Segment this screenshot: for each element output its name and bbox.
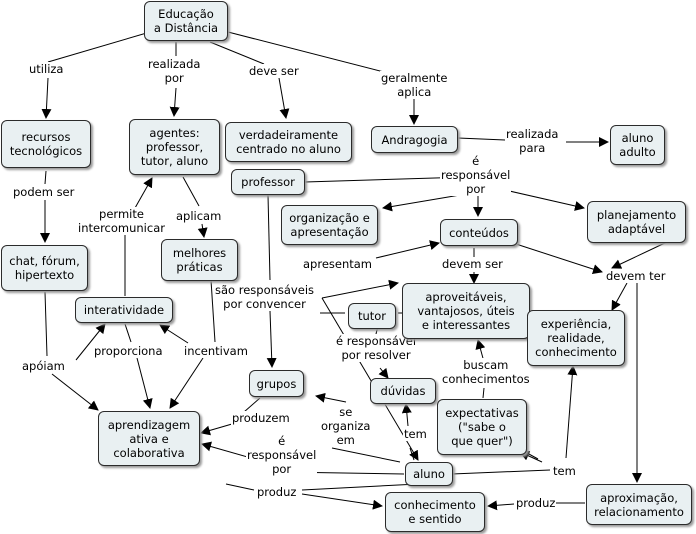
node-educacao-a-distancia[interactable]: Educação a Distância xyxy=(144,1,228,41)
link-label-utiliza: utiliza xyxy=(28,62,65,76)
link-label-aplicam: aplicam xyxy=(175,209,223,223)
link-label-e-responsavel-por: é responsável por xyxy=(440,154,512,196)
node-professor[interactable]: professor xyxy=(231,169,305,195)
node-aprendizagem[interactable]: aprendizagem ativa e colaborativa xyxy=(98,411,200,466)
node-chat-forum-hipertexto[interactable]: chat, fórum, hipertexto xyxy=(1,245,88,291)
link-label-produz-aproximacao: produz xyxy=(515,496,557,510)
link-label-realizada-por: realizada por xyxy=(147,57,202,85)
link-label-deve-ser: deve ser xyxy=(248,64,300,78)
link-label-tem-expectativas: tem xyxy=(552,464,577,478)
link-label-podem-ser: podem ser xyxy=(12,185,76,199)
link-label-devem-ser: devem ser xyxy=(441,257,504,271)
node-conhecimento-e-sentido[interactable]: conhecimento e sentido xyxy=(385,492,485,532)
link-label-incentivam: incentivam xyxy=(183,344,249,358)
link-label-sao-responsaveis: são responsáveis por convencer xyxy=(214,283,316,311)
link-label-e-responsavel-aluno: é responsável por xyxy=(246,434,318,476)
node-planejamento-adaptavel[interactable]: planejamento adaptável xyxy=(587,201,686,243)
node-organizacao-apresentacao[interactable]: organização e apresentação xyxy=(281,205,378,245)
link-label-buscam-conhecimentos: buscam conhecimentos xyxy=(441,358,531,386)
node-aluno[interactable]: aluno xyxy=(405,462,453,486)
node-recursos-tecnologicos[interactable]: recursos tecnológicos xyxy=(1,120,91,168)
link-label-proporciona: proporciona xyxy=(93,344,164,358)
node-melhores-praticas[interactable]: melhores práticas xyxy=(161,239,238,281)
link-label-se-organiza-em: se organiza em xyxy=(320,405,372,447)
link-label-e-responsavel-por-resolver: é responsável por resolver xyxy=(335,334,418,362)
node-interatividade[interactable]: interatividade xyxy=(75,297,173,323)
node-aproveitaveis[interactable]: aproveitáveis, vantajosos, úteis e inter… xyxy=(402,283,530,339)
node-experiencia[interactable]: experiência, realidade, conhecimento xyxy=(527,310,625,366)
link-label-produz-aluno: produz xyxy=(256,485,298,499)
link-label-permite-intercomunicar: permite intercomunicar xyxy=(77,207,166,235)
node-conteudos[interactable]: conteúdos xyxy=(440,219,518,246)
link-label-produzem: produzem xyxy=(231,411,291,425)
node-agentes[interactable]: agentes: professor, tutor, aluno xyxy=(129,119,220,175)
node-grupos[interactable]: grupos xyxy=(249,370,304,397)
node-expectativas[interactable]: expectativas ("sabe o que quer") xyxy=(437,399,527,455)
link-label-tem-duvidas: tem xyxy=(403,427,428,441)
link-label-apoiam: apóiam xyxy=(21,359,66,373)
node-duvidas[interactable]: dúvidas xyxy=(370,378,436,404)
link-label-geralmente-aplica: geralmente aplica xyxy=(380,71,449,99)
node-tutor[interactable]: tutor xyxy=(348,303,396,329)
node-andragogia[interactable]: Andragogia xyxy=(371,126,458,153)
link-label-apresentam: apresentam xyxy=(302,257,374,271)
link-label-realizada-para: realizada para xyxy=(505,127,560,155)
link-label-devem-ter: devem ter xyxy=(605,269,667,283)
node-verdadeiramente-centrado[interactable]: verdadeiramente centrado no aluno xyxy=(225,122,352,162)
node-aproximacao[interactable]: aproximação, relacionamento xyxy=(586,484,692,525)
node-aluno-adulto[interactable]: aluno adulto xyxy=(610,125,665,165)
